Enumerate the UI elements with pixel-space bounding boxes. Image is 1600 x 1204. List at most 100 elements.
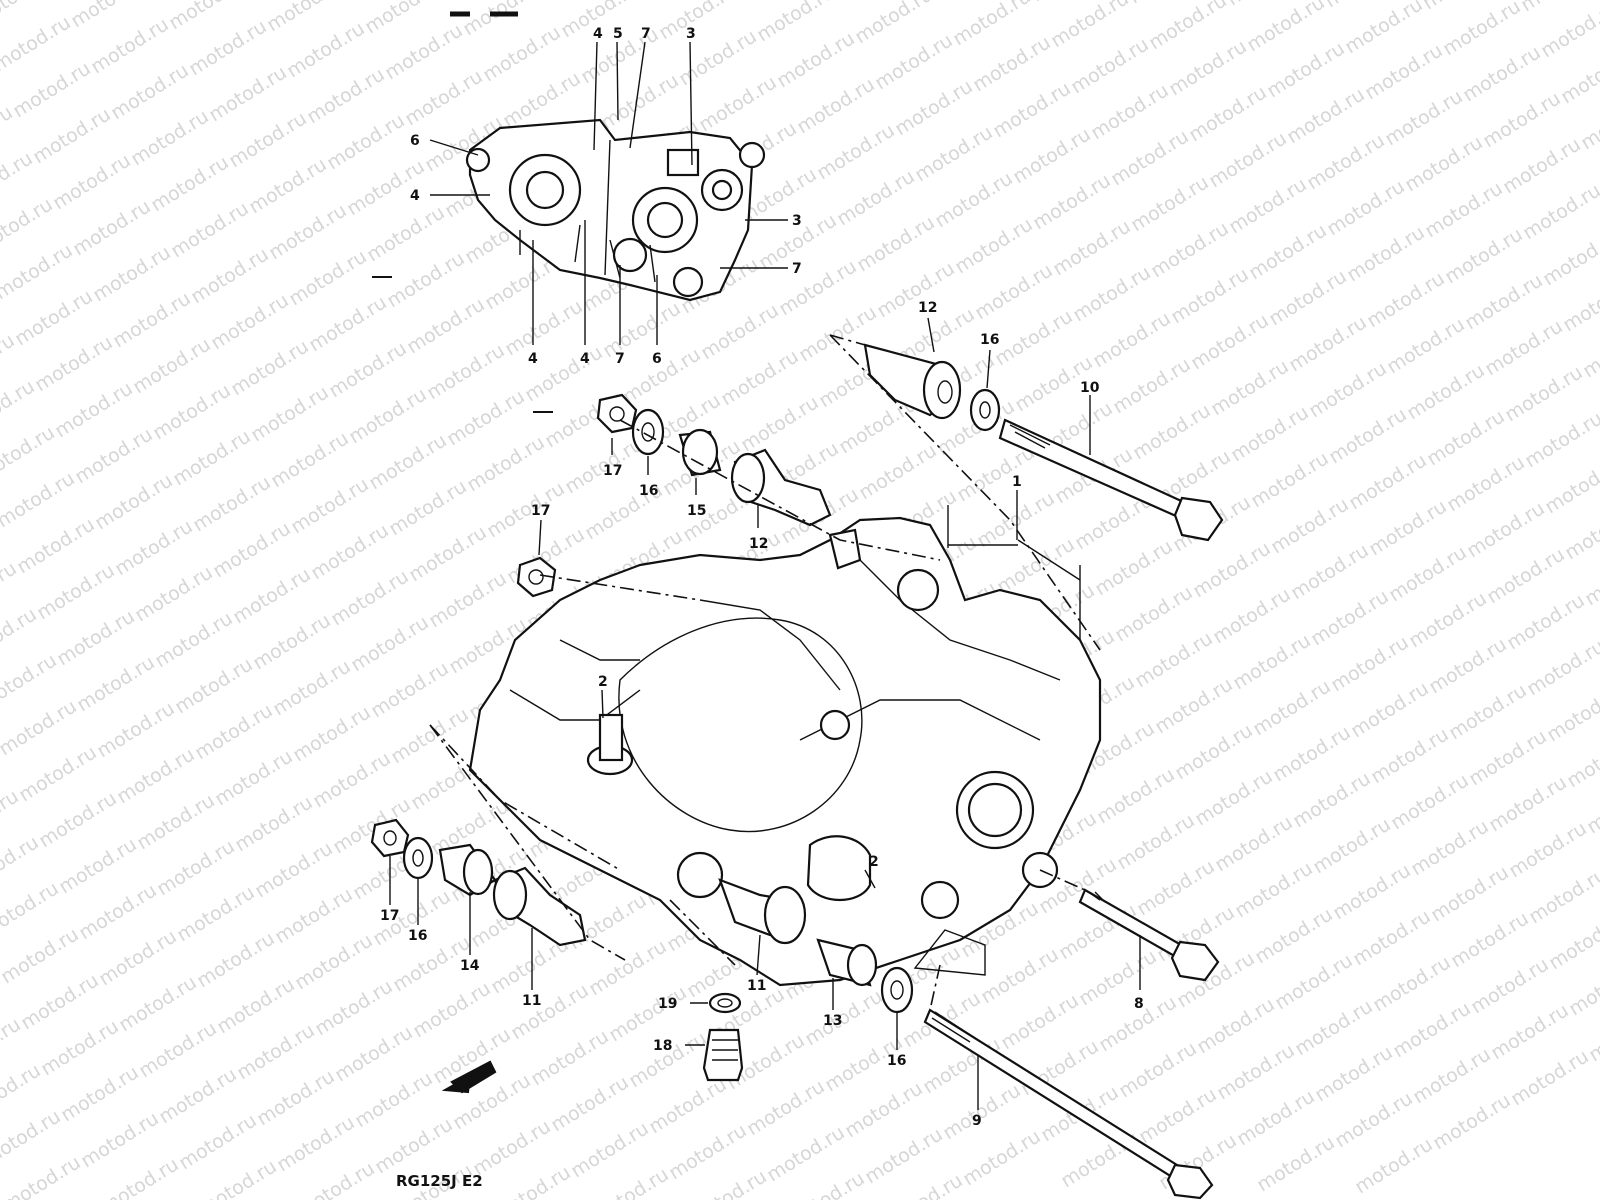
- watermark-text: motod.ru: [1305, 357, 1391, 422]
- watermark-text: motod.ru: [1405, 587, 1491, 652]
- watermark-text: motod.ru: [253, 1065, 339, 1130]
- watermark-text: motod.ru: [1189, 537, 1275, 602]
- crankcase-inset: [467, 120, 764, 300]
- watermark-text: motod.ru: [13, 513, 99, 578]
- watermark-text: motod.ru: [1463, 497, 1549, 562]
- watermark-text: motod.ru: [269, 655, 355, 720]
- watermark-text: motod.ru: [1111, 581, 1197, 646]
- part-19-gasket: [710, 994, 740, 1012]
- part-16-washer-mid: [633, 410, 663, 454]
- watermark-text: motod.ru: [365, 429, 451, 494]
- watermark-text: motod.ru: [1325, 403, 1411, 468]
- watermark-text: motod.ru: [1447, 907, 1533, 972]
- watermark-text: motod.ru: [1331, 1087, 1417, 1152]
- watermark-text: motod.ru: [1365, 495, 1451, 560]
- watermark-text: motod.ru: [1479, 87, 1565, 152]
- watermark-text: motod.ru: [1009, 123, 1095, 188]
- watermark-text: motod.ru: [479, 21, 565, 86]
- watermark-text: motod.ru: [1165, 35, 1251, 100]
- watermark-text: motod.ru: [1167, 263, 1253, 328]
- part-16-washer-lower: [404, 838, 432, 878]
- watermark-text: motod.ru: [1107, 125, 1193, 190]
- watermark-text: motod.ru: [0, 923, 83, 988]
- watermark-text: motod.ru: [381, 19, 467, 84]
- watermark-text: motod.ru: [265, 199, 351, 264]
- watermark-text: motod.ru: [1207, 355, 1293, 420]
- watermark-text: motod.ru: [273, 1111, 359, 1176]
- watermark-text: motod.ru: [129, 333, 215, 398]
- watermark-text: motod.ru: [15, 741, 101, 806]
- watermark-text: motod.ru: [327, 565, 413, 630]
- watermark-text: motod.ru: [371, 1113, 457, 1178]
- watermark-text: motod.ru: [1309, 813, 1395, 878]
- watermark-text: motod.ru: [1351, 1133, 1437, 1198]
- watermark-text: motod.ru: [1113, 809, 1199, 874]
- watermark-text: motod.ru: [293, 1157, 379, 1200]
- watermark-text: motod.ru: [1263, 37, 1349, 102]
- watermark-text: motod.ru: [599, 297, 685, 362]
- watermark-text: motod.ru: [1423, 405, 1509, 470]
- watermark-text: motod.ru: [307, 519, 393, 584]
- watermark-text: motod.ru: [309, 747, 395, 812]
- callout-6: 6: [410, 133, 420, 149]
- watermark-text: motod.ru: [1557, 43, 1600, 108]
- watermark-text: motod.ru: [0, 649, 61, 714]
- watermark-text: motod.ru: [171, 653, 257, 718]
- watermark-text: motod.ru: [187, 243, 273, 308]
- watermark-text: motod.ru: [873, 257, 959, 322]
- watermark-text: motod.ru: [1291, 995, 1377, 1060]
- watermark-text: motod.ru: [1407, 815, 1493, 880]
- watermark-text: motod.ru: [155, 1063, 241, 1128]
- part-18-drain-plug: [704, 1030, 742, 1080]
- watermark-text: motod.ru: [507, 979, 593, 1044]
- watermark-text: motod.ru: [605, 981, 691, 1046]
- watermark-text: motod.ru: [1543, 681, 1600, 746]
- watermark-text: motod.ru: [33, 559, 119, 624]
- watermark-text: motod.ru: [1067, 33, 1153, 98]
- watermark-text: motod.ru: [195, 1155, 281, 1200]
- watermark-text: motod.ru: [1483, 543, 1569, 608]
- watermark-text: motod.ru: [1519, 179, 1600, 244]
- callout-17: 17: [531, 503, 550, 519]
- watermark-text: motod.ru: [841, 1077, 927, 1142]
- watermark-text: motod.ru: [1425, 633, 1511, 698]
- watermark-text: motod.ru: [1193, 993, 1279, 1058]
- watermark-text: motod.ru: [1209, 583, 1295, 648]
- watermark-text: motod.ru: [1229, 629, 1315, 694]
- callout-1: 1: [1012, 474, 1022, 490]
- watermark-text: motod.ru: [1311, 1041, 1397, 1106]
- watermark-text: motod.ru: [737, 391, 823, 456]
- watermark-text: motod.ru: [1329, 859, 1415, 924]
- part-16-washer-right: [882, 968, 912, 1012]
- callout-17: 17: [603, 463, 622, 479]
- watermark-text: motod.ru: [95, 925, 181, 990]
- watermark-text: motod.ru: [1487, 999, 1573, 1064]
- watermark-text: motod.ru: [401, 65, 487, 130]
- watermark-text: motod.ru: [383, 247, 469, 312]
- watermark-text: motod.ru: [287, 473, 373, 538]
- watermark-text: motod.ru: [1265, 265, 1351, 330]
- watermark-text: motod.ru: [997, 989, 1083, 1054]
- watermark-text: motod.ru: [185, 15, 271, 80]
- watermark-text: motod.ru: [245, 153, 331, 218]
- watermark-text: motod.ru: [49, 149, 135, 214]
- watermark-text: motod.ru: [1503, 589, 1589, 654]
- watermark-text: motod.ru: [17, 969, 103, 1034]
- watermark-text: motod.ru: [813, 119, 899, 184]
- watermark-text: motod.ru: [1541, 453, 1600, 518]
- watermark-text: motod.ru: [1205, 127, 1291, 192]
- watermark-text: motod.ru: [1115, 1037, 1201, 1102]
- watermark-text: motod.ru: [645, 1073, 731, 1138]
- watermark-text: motod.ru: [0, 1151, 85, 1200]
- watermark-text: motod.ru: [1093, 763, 1179, 828]
- watermark-text: motod.ru: [1421, 177, 1507, 242]
- callout-12: 12: [749, 536, 768, 552]
- watermark-text: motod.ru: [331, 1021, 417, 1086]
- watermark-text: motod.ru: [69, 195, 155, 260]
- watermark-text: motod.ru: [1249, 675, 1335, 740]
- watermark-text: motod.ru: [1501, 361, 1587, 426]
- watermark-text: motod.ru: [0, 11, 75, 76]
- watermark-text: motod.ru: [1349, 905, 1435, 970]
